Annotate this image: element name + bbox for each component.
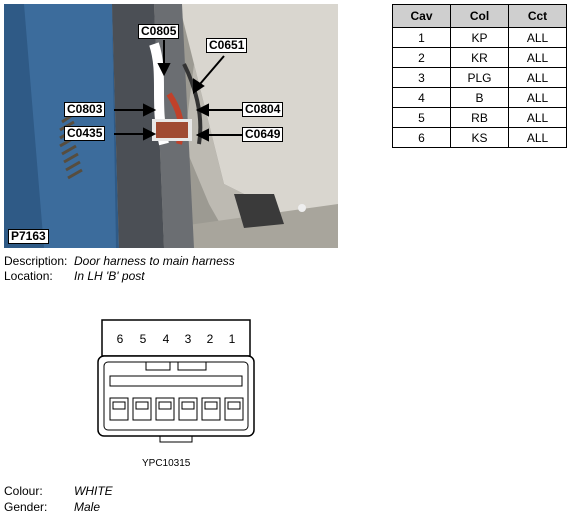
cell-col: KS (450, 127, 509, 148)
colour-line: Colour: WHITE (4, 484, 113, 498)
colour-value: WHITE (74, 484, 113, 498)
location-value: In LH 'B' post (74, 269, 145, 283)
cell-cav: 6 (392, 127, 451, 148)
pin-table: Cav Col Cct 1 KP ALL 2 KR ALL 3 PLG ALL … (392, 4, 567, 148)
cell-col: KR (450, 47, 509, 68)
cell-cct: ALL (508, 27, 567, 48)
cell-cav: 4 (392, 87, 451, 108)
cell-cav: 5 (392, 107, 451, 128)
cell-cav: 3 (392, 67, 451, 88)
pin-number: 3 (185, 332, 192, 346)
table-row: 5 RB ALL (392, 107, 567, 128)
header-cav: Cav (392, 4, 451, 28)
pin-table-header: Cav Col Cct (392, 4, 567, 28)
cell-col: RB (450, 107, 509, 128)
cell-cct: ALL (508, 47, 567, 68)
colour-label: Colour: (4, 484, 43, 498)
location-label: Location: (4, 269, 53, 283)
cell-cav: 1 (392, 27, 451, 48)
pin-number: 5 (140, 332, 147, 346)
header-col: Col (450, 4, 509, 28)
cell-cav: 2 (392, 47, 451, 68)
cell-col: KP (450, 27, 509, 48)
cell-cct: ALL (508, 127, 567, 148)
gender-label: Gender: (4, 500, 48, 514)
connector-part-number: YPC10315 (142, 458, 191, 469)
pin-number: 2 (207, 332, 214, 346)
table-row: 1 KP ALL (392, 27, 567, 48)
gender-value: Male (74, 500, 101, 514)
table-row: 3 PLG ALL (392, 67, 567, 88)
cell-cct: ALL (508, 107, 567, 128)
pin-number: 6 (117, 332, 124, 346)
header-cct: Cct (508, 4, 567, 28)
table-row: 2 KR ALL (392, 47, 567, 68)
callout-c0649: C0649 (242, 127, 284, 142)
callout-c0803: C0803 (64, 102, 106, 117)
callout-c0804: C0804 (242, 102, 284, 117)
cell-col: B (450, 87, 509, 108)
callout-c0435: C0435 (64, 126, 106, 141)
gender-line: Gender: Male (4, 500, 100, 514)
photo-code: P7163 (8, 229, 49, 244)
cell-col: PLG (450, 67, 509, 88)
description-label: Description: (4, 254, 68, 268)
cell-cct: ALL (508, 87, 567, 108)
pin-number: 4 (163, 332, 170, 346)
pin-number: 1 (229, 332, 236, 346)
table-row: 6 KS ALL (392, 127, 567, 148)
description-line: Description: Door harness to main harness (4, 254, 235, 268)
cell-cct: ALL (508, 67, 567, 88)
photo-scene (4, 4, 338, 248)
connector-drawing: 6 5 4 3 2 1 (97, 319, 255, 443)
description-value: Door harness to main harness (74, 254, 235, 268)
callout-c0651: C0651 (206, 38, 248, 53)
location-line: Location: In LH 'B' post (4, 269, 145, 283)
location-photo: C0805 C0651 C0803 C0804 C0435 C0649 P716… (4, 4, 338, 248)
table-row: 4 B ALL (392, 87, 567, 108)
callout-c0805: C0805 (138, 24, 180, 39)
connector-face-diagram: 6 5 4 3 2 1 (96, 318, 258, 478)
